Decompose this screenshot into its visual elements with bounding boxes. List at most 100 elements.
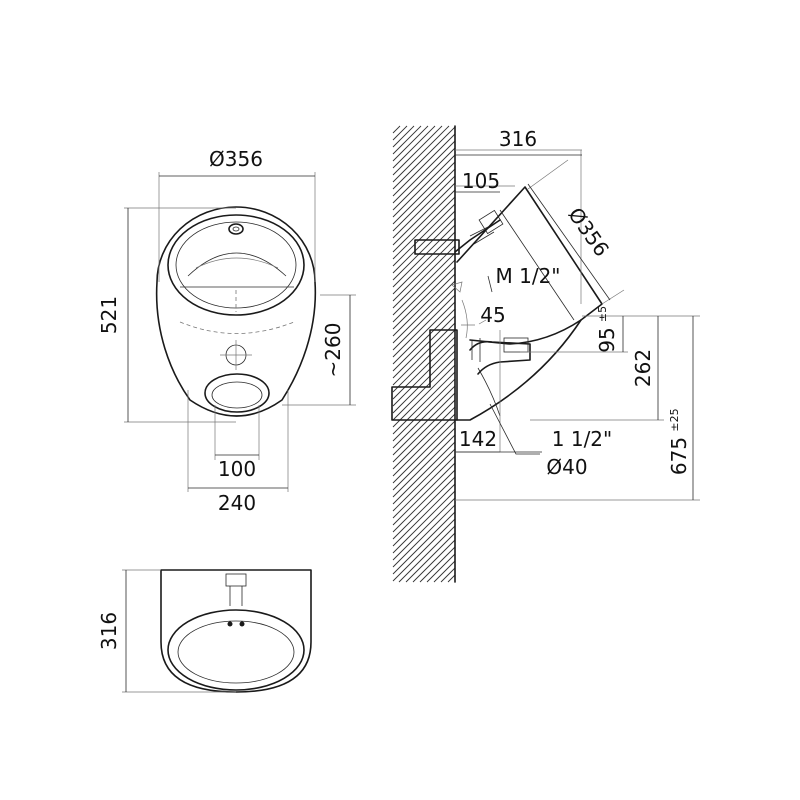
front-dim-outlet-width: 100 — [218, 457, 256, 481]
wall-hatch-line — [392, 125, 436, 169]
front-spreader — [187, 252, 287, 277]
wall-hatch-line — [392, 125, 443, 176]
wall-hatch-line — [392, 385, 456, 449]
wall-hatch-line — [392, 280, 456, 344]
wall-hatch-line — [392, 315, 456, 379]
wall-hatch-line — [392, 413, 456, 477]
side-dim-outlet-offset: 142 — [459, 427, 497, 451]
wall-hatch-line — [412, 539, 456, 583]
wall-hatch-line — [392, 406, 456, 470]
wall-hatch-line — [392, 364, 456, 428]
wall-hatch-line — [392, 168, 456, 232]
wall-hatch-line — [392, 434, 456, 498]
wall-hatch-line — [392, 371, 456, 435]
wall-hatch-line — [392, 357, 456, 421]
wall-hatch-line — [392, 175, 456, 239]
wall-hatch-line — [392, 189, 456, 253]
wall-hatch-line — [392, 504, 456, 568]
wall-hatch-line — [392, 392, 456, 456]
wall-hatch — [392, 125, 456, 583]
wall-hatch-line — [447, 574, 456, 583]
wall-hatch-line — [392, 125, 422, 155]
wall-hatch-line — [392, 147, 456, 211]
wall-hatch-line — [392, 350, 456, 414]
top-dim-depth: 316 — [97, 612, 121, 650]
wall-hatch-line — [392, 125, 450, 183]
wall-hatch-line — [392, 497, 456, 561]
wall-hatch-line — [392, 301, 456, 365]
side-dim-rim-height: 675 — [667, 437, 691, 475]
wall-hatch-line — [392, 329, 456, 393]
wall-hatch-line — [392, 231, 456, 295]
wall-hatch-line — [392, 196, 456, 260]
wall-hatch-line — [392, 448, 456, 512]
wall-hatch-line — [426, 553, 456, 583]
wall-hatch-line — [392, 287, 456, 351]
wall-hatch-line — [392, 217, 456, 281]
side-dim-outlet-thread: 1 1/2" — [552, 427, 612, 451]
top-rim-inner — [177, 620, 295, 684]
wall-hatch-line — [392, 125, 401, 134]
front-view: Ø356 521 ~260 100 240 — [97, 147, 356, 515]
front-rim-inner — [175, 221, 297, 309]
front-rim-outer — [167, 214, 305, 316]
front-dim-total-width: 240 — [218, 491, 256, 515]
wall-hatch-line — [392, 245, 456, 309]
side-dim-rim-to-outlet: 262 — [631, 349, 655, 387]
side-dim-diameter: Ø356 — [563, 203, 614, 261]
wall-hatch-line — [392, 483, 456, 547]
wall-hatch-line — [392, 125, 408, 141]
wall-hatch-line — [392, 154, 456, 218]
side-dim-inlet-offset: 105 — [462, 169, 500, 193]
side-dim-angle: 45 — [480, 303, 505, 327]
front-outlet-opening — [204, 373, 270, 413]
wall-hatch-line — [392, 308, 456, 372]
wall-hatch-line — [392, 224, 456, 288]
wall-hatch-line — [392, 266, 456, 330]
top-body-outline — [160, 569, 312, 693]
wall-hatch-line — [419, 546, 456, 583]
wall-hatch-line — [392, 252, 456, 316]
bracket-block — [391, 329, 458, 421]
wall-hatch-line — [392, 441, 456, 505]
wall-hatch-line — [392, 259, 456, 323]
wall-hatch-line — [392, 420, 456, 484]
side-dim-outlet-diameter: Ø40 — [546, 455, 587, 479]
top-rim-outer — [167, 609, 305, 691]
wall-hatch-line — [392, 273, 456, 337]
side-dim-rim-offset: 95 — [595, 327, 619, 352]
wall-hatch-line — [392, 322, 456, 386]
side-dim-thread: M 1/2" — [496, 264, 561, 288]
wall-hatch-line — [392, 294, 456, 358]
wall-hatch-line — [392, 455, 456, 519]
wall-hatch-line — [392, 469, 456, 533]
front-inlet-hole — [228, 223, 244, 235]
wall-hatch-line — [392, 511, 456, 575]
wall-hatch-line — [392, 462, 456, 526]
front-body-outline — [155, 206, 317, 417]
wall-hatch-line — [392, 518, 456, 582]
front-dim-height: 521 — [97, 296, 121, 334]
top-inlet-fitting — [225, 573, 247, 587]
wall-hatch-line — [440, 567, 456, 583]
wall-hatch-line — [392, 133, 456, 197]
top-view: 316 — [97, 569, 312, 693]
wall-hatch-line — [392, 126, 456, 190]
wall-hatch-line — [392, 182, 456, 246]
wall-hatch-line — [392, 378, 456, 442]
wall-hatch-line — [392, 476, 456, 540]
inlet-pipe — [414, 239, 460, 255]
side-dim-rim-height-tol: ±25 — [668, 408, 681, 431]
wall-hatch-line — [392, 490, 456, 554]
wall-hatch-line — [392, 343, 456, 407]
wall-hatch-line — [392, 210, 456, 274]
side-view: 316 105 Ø356 M 1/2" 45 95 ±5 262 675 ±25… — [391, 125, 700, 583]
front-dim-outlet-height: ~260 — [321, 323, 345, 378]
wall-hatch-line — [392, 427, 456, 491]
wall-hatch-line — [392, 399, 456, 463]
wall-hatch-line — [392, 238, 456, 302]
wall-hatch-line — [392, 140, 456, 204]
wall-hatch-line — [392, 203, 456, 267]
wall-hatch-line — [392, 125, 429, 162]
